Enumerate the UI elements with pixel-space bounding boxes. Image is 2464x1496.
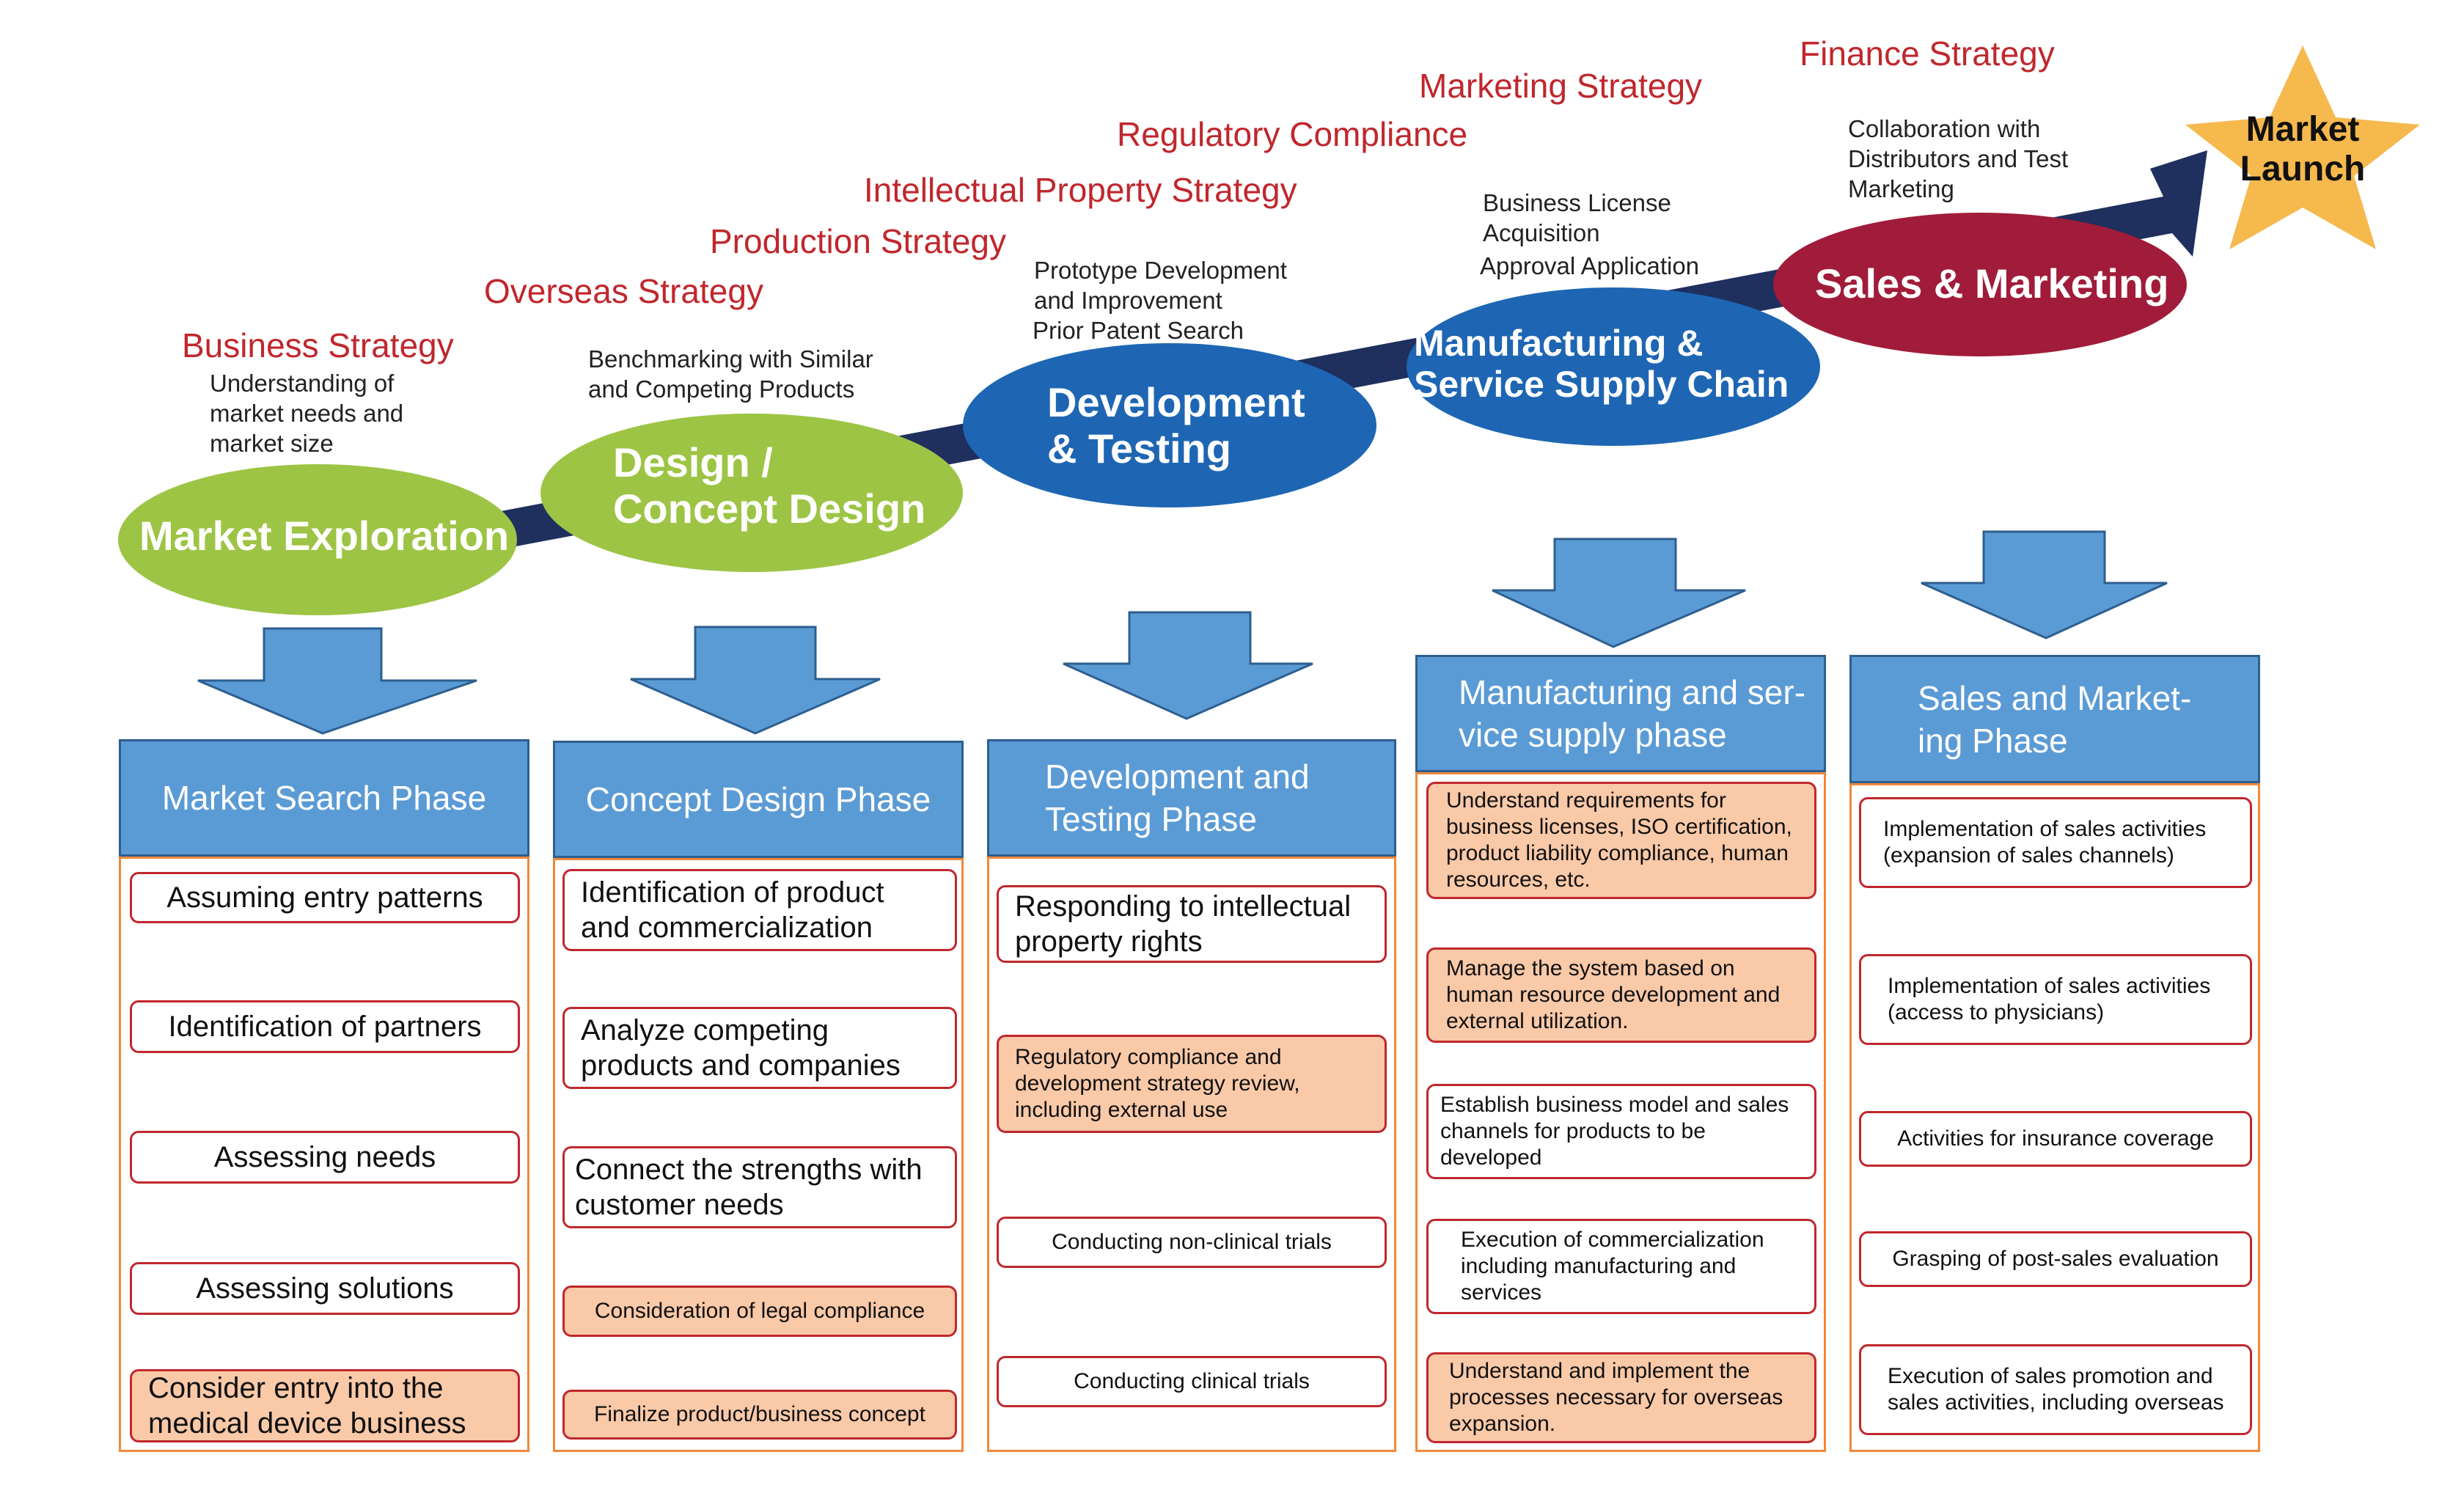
down-arrow-sales xyxy=(1921,530,2168,639)
step-box: Execution of sales promotion and sales a… xyxy=(1859,1344,2252,1435)
phase-header-development: Development and Testing Phase xyxy=(987,739,1396,857)
step-box: Analyze competing products and companies xyxy=(562,1007,957,1089)
phase-header-title-2: Testing Phase xyxy=(1045,800,1257,838)
market-launch-line-1: Market xyxy=(2245,110,2360,149)
market-launch-line-2: Launch xyxy=(2240,150,2366,188)
step-box-highlighted: Regulatory compliance and development st… xyxy=(997,1035,1387,1133)
strategy-regulatory: Regulatory Compliance xyxy=(1117,115,1468,153)
phase-column-market-search: Assuming entry patterns Identification o… xyxy=(119,857,529,1452)
step-box-highlighted: Finalize product/business concept xyxy=(562,1390,957,1440)
down-arrow-development xyxy=(1063,611,1313,720)
step-box-highlighted: Understand and implement the processes n… xyxy=(1426,1352,1816,1443)
stage-design-line-2: Concept Design xyxy=(613,485,926,532)
phase-header-title-1: Sales and Market- xyxy=(1918,678,2192,717)
step-box: Implementation of sales activities (expa… xyxy=(1859,797,2252,888)
strategy-business: Business Strategy xyxy=(182,326,454,364)
market-launch-label: Market Launch xyxy=(2229,110,2376,189)
note-market: Understanding of market needs and market… xyxy=(210,370,404,457)
note-design: Benchmarking with Similar and Competing … xyxy=(588,345,873,403)
stage-market-exploration: Market Exploration xyxy=(139,513,510,559)
sales-ellipse xyxy=(1773,213,2187,356)
phase-header-sales: Sales and Market- ing Phase xyxy=(1849,655,2260,783)
market-exploration-ellipse xyxy=(118,464,517,615)
step-box: Responding to intellectual property righ… xyxy=(997,885,1387,963)
stage-design-line-1: Design / xyxy=(613,439,773,485)
stage-development: Development & Testing xyxy=(1047,379,1305,472)
strategy-ip: Intellectual Property Strategy xyxy=(864,171,1297,209)
step-box: Implementation of sales activities (acce… xyxy=(1859,954,2252,1045)
phase-header-market-search: Market Search Phase xyxy=(119,739,529,857)
down-arrow-design xyxy=(630,626,881,735)
down-arrows xyxy=(197,530,2168,735)
step-box-highlighted: Consider entry into the medical device b… xyxy=(130,1369,520,1442)
phase-header-title-2: vice supply phase xyxy=(1459,716,1727,754)
stage-manufacturing-line-2: Service Supply Chain xyxy=(1414,364,1789,405)
step-box: Identification of product and commercial… xyxy=(562,869,957,951)
phase-header-manufacturing: Manufacturing and ser- vice supply phase xyxy=(1415,655,1826,772)
step-box: Grasping of post-sales evaluation xyxy=(1859,1231,2252,1287)
phase-column-manufacturing: Understand requirements for business lic… xyxy=(1415,772,1826,1452)
phase-column-concept-design: Identification of product and commercial… xyxy=(553,858,964,1452)
stage-manufacturing: Manufacturing & Service Supply Chain xyxy=(1414,323,1789,405)
step-box: Assessing needs xyxy=(130,1131,520,1184)
design-ellipse xyxy=(540,414,963,572)
note-dev-1: Prototype Development and Improvement xyxy=(1034,257,1287,314)
phase-header-concept-design: Concept Design Phase xyxy=(553,741,964,858)
strategy-overseas: Overseas Strategy xyxy=(484,272,763,310)
development-ellipse xyxy=(963,343,1376,507)
step-box: Activities for insurance coverage xyxy=(1859,1111,2252,1167)
note-mfg-1: Business License Acquisition xyxy=(1483,189,1671,246)
stage-development-line-1: Development xyxy=(1047,379,1305,425)
phase-column-development: Responding to intellectual property righ… xyxy=(987,857,1396,1452)
phase-header-title: Market Search Phase xyxy=(161,779,487,817)
strategy-finance: Finance Strategy xyxy=(1800,34,2055,73)
manufacturing-ellipse xyxy=(1407,287,1820,446)
note-dev-2: Prior Patent Search xyxy=(1033,317,1244,344)
step-box: Identification of partners xyxy=(130,1000,520,1053)
step-box: Assuming entry patterns xyxy=(130,872,520,923)
step-box: Establish business model and sales chann… xyxy=(1426,1084,1816,1179)
phase-header-title-1: Manufacturing and ser- xyxy=(1459,673,1806,711)
stage-development-line-2: & Testing xyxy=(1047,425,1231,472)
step-box: Assessing solutions xyxy=(130,1262,520,1315)
down-arrow-manufacturing xyxy=(1492,538,1746,648)
note-mfg-2: Approval Application xyxy=(1480,252,1700,279)
step-box-highlighted: Consideration of legal compliance xyxy=(562,1286,957,1337)
stage-manufacturing-line-1: Manufacturing & xyxy=(1414,323,1704,364)
strategy-marketing: Marketing Strategy xyxy=(1419,67,1703,105)
strategy-production: Production Strategy xyxy=(710,222,1007,260)
step-box: Conducting non-clinical trials xyxy=(997,1217,1387,1268)
phase-header-title-2: ing Phase xyxy=(1918,721,2068,760)
phase-column-sales: Implementation of sales activities (expa… xyxy=(1849,783,2260,1452)
stage-sales-marketing: Sales & Marketing xyxy=(1815,260,2169,307)
phase-header-title: Concept Design Phase xyxy=(585,780,931,818)
step-box-highlighted: Manage the system based on human resourc… xyxy=(1426,947,1816,1043)
step-box: Conducting clinical trials xyxy=(997,1356,1387,1407)
phase-header-title-1: Development and xyxy=(1045,758,1310,796)
step-box-highlighted: Understand requirements for business lic… xyxy=(1426,782,1816,899)
step-box: Connect the strengths with customer need… xyxy=(562,1146,957,1228)
market-launch-star xyxy=(2185,45,2420,249)
down-arrow-market xyxy=(197,627,477,735)
stage-design: Design / Concept Design xyxy=(613,439,926,532)
note-sales: Collaboration with Distributors and Test… xyxy=(1848,115,2069,202)
step-box: Execution of commercialization including… xyxy=(1426,1219,1816,1314)
